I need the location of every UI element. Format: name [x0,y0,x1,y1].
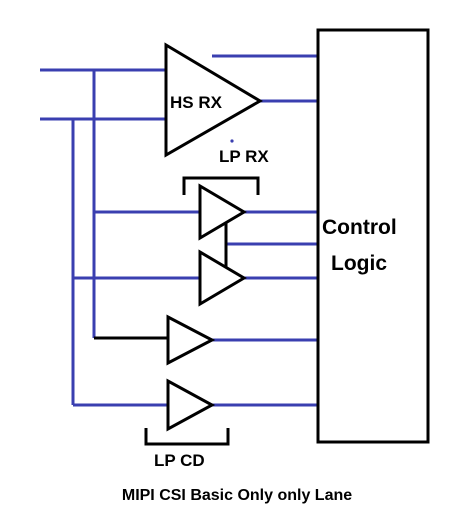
lp-rx-label: LP RX [219,147,269,166]
control-logic-box [316,28,430,444]
lp-rx-amplifier-2 [198,249,247,307]
lp-cd-bracket [144,428,230,446]
hs-rx-label: HS RX [170,93,223,112]
lp-rx-bracket [182,176,260,195]
lp-cd-label: LP CD [154,451,205,470]
control-logic-label-line1: Control [322,216,397,239]
hs-rx-amplifier [164,42,263,158]
dot-marker [230,139,234,143]
blue-wires [40,54,318,407]
lp-cd-amplifier-1 [166,314,216,366]
control-logic-label-line2: Logic [331,252,387,275]
lp-rx-amplifier-1 [198,183,247,241]
lp-cd-amplifier-2 [166,378,216,432]
diagram-caption: MIPI CSI Basic Only only Lane [122,487,352,504]
black-wires [94,220,228,340]
